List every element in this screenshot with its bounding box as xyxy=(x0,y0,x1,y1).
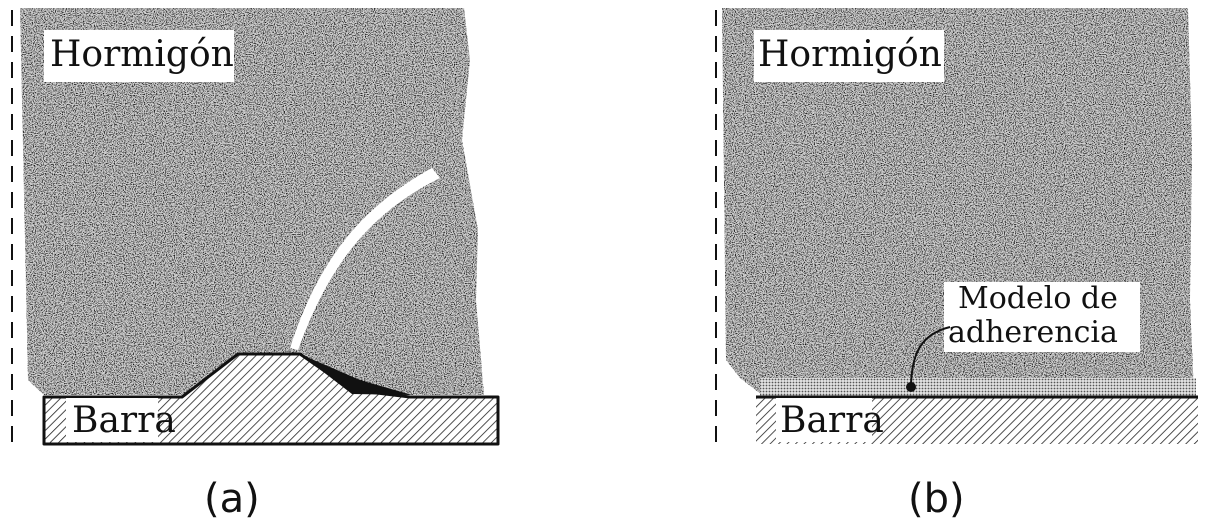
annotation-leader-line xyxy=(910,326,951,386)
annotation-dot xyxy=(906,382,916,392)
bar-label-a: Barra xyxy=(72,400,176,441)
caption-b: (b) xyxy=(908,476,965,522)
bond-interface-layer xyxy=(760,378,1196,396)
bar-label-b: Barra xyxy=(780,400,884,441)
bond-model-label-line1: Modelo de xyxy=(958,281,1118,316)
panel-b: Barra Hormigón Modelo de adherencia (b) xyxy=(715,8,1198,522)
concrete-label-a: Hormigón xyxy=(50,34,234,75)
bond-model-label-line2: adherencia xyxy=(948,315,1118,350)
crushed-concrete-wedge xyxy=(300,354,412,395)
concrete-label-b: Hormigón xyxy=(758,34,942,75)
panel-a: Barra Hormigón (a) xyxy=(11,8,500,522)
caption-a: (a) xyxy=(204,476,260,522)
